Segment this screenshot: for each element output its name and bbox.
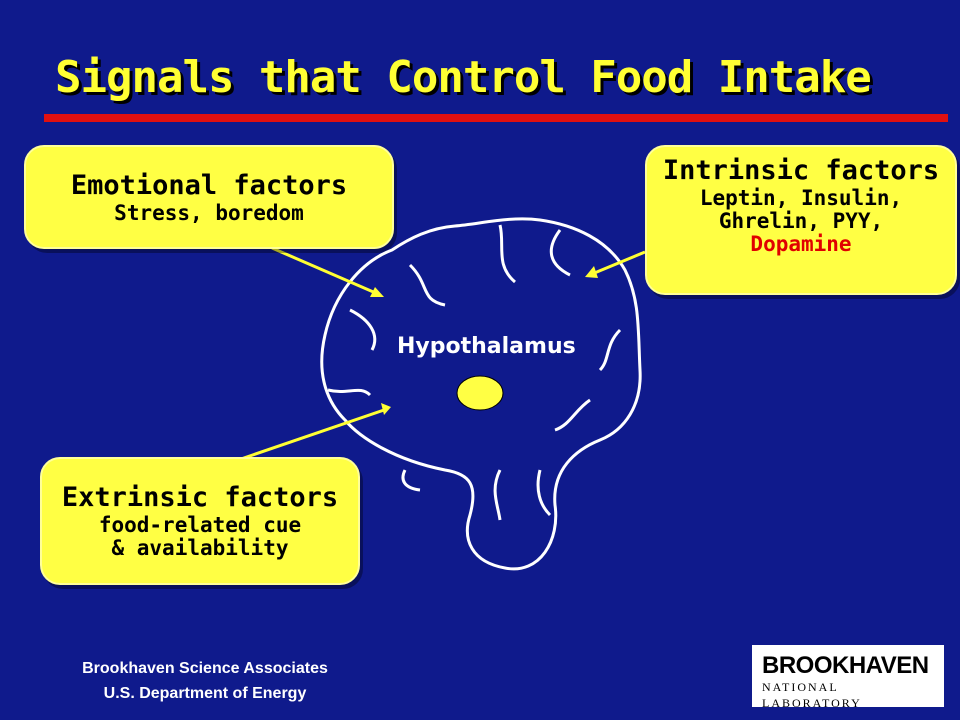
intrinsic-arrow — [591, 250, 646, 276]
hypothalamus-marker — [456, 375, 504, 411]
intrinsic-factors-box: Intrinsic factors Leptin, Insulin, Ghrel… — [645, 145, 957, 295]
brain-fold — [498, 224, 517, 284]
extrinsic-line1: food-related cue — [98, 513, 302, 537]
emotional-arrow — [271, 246, 379, 296]
logo-name: BROOKHAVEN — [762, 652, 929, 679]
page-title: Signals that Control Food Intake — [55, 52, 872, 103]
emotional-factors-box: Emotional factors Stress, boredom — [24, 145, 394, 249]
brain-fold — [408, 263, 446, 307]
hypothalamus-label: Hypothalamus — [397, 334, 576, 359]
footer-organization: Brookhaven Science Associates — [82, 660, 328, 677]
brain-fold — [536, 469, 552, 517]
intrinsic-line1: Leptin, Insulin, — [699, 186, 903, 210]
extrinsic-factors-box: Extrinsic factors food-related cue & ava… — [40, 457, 360, 585]
title-underline — [44, 114, 948, 122]
intrinsic-line2: Ghrelin, PYY, — [718, 209, 884, 233]
brain-outline — [320, 217, 642, 571]
brain-fold — [401, 469, 421, 492]
emotional-arrowhead — [370, 287, 384, 297]
brookhaven-logo: BROOKHAVEN NATIONAL LABORATORY — [752, 645, 944, 710]
brain-fold — [598, 328, 622, 372]
intrinsic-arrowhead — [585, 266, 598, 278]
intrinsic-highlight: Dopamine — [750, 232, 852, 256]
footer-department: U.S. Department of Energy — [103, 685, 307, 702]
brain-fold — [327, 388, 372, 397]
brain-fold — [349, 308, 377, 351]
brain-fold — [554, 398, 591, 432]
emotional-heading: Emotional factors — [70, 169, 348, 201]
extrinsic-heading: Extrinsic factors — [61, 482, 339, 513]
extrinsic-arrowhead — [381, 403, 391, 415]
logo-subtitle: NATIONAL LABORATORY — [762, 680, 862, 710]
emotional-detail: Stress, boredom — [114, 200, 304, 225]
brain-fold — [493, 469, 502, 521]
brain-fold — [549, 229, 571, 277]
extrinsic-arrow — [237, 408, 385, 462]
intrinsic-heading: Intrinsic factors — [662, 155, 940, 186]
extrinsic-line2: & availability — [111, 536, 289, 560]
